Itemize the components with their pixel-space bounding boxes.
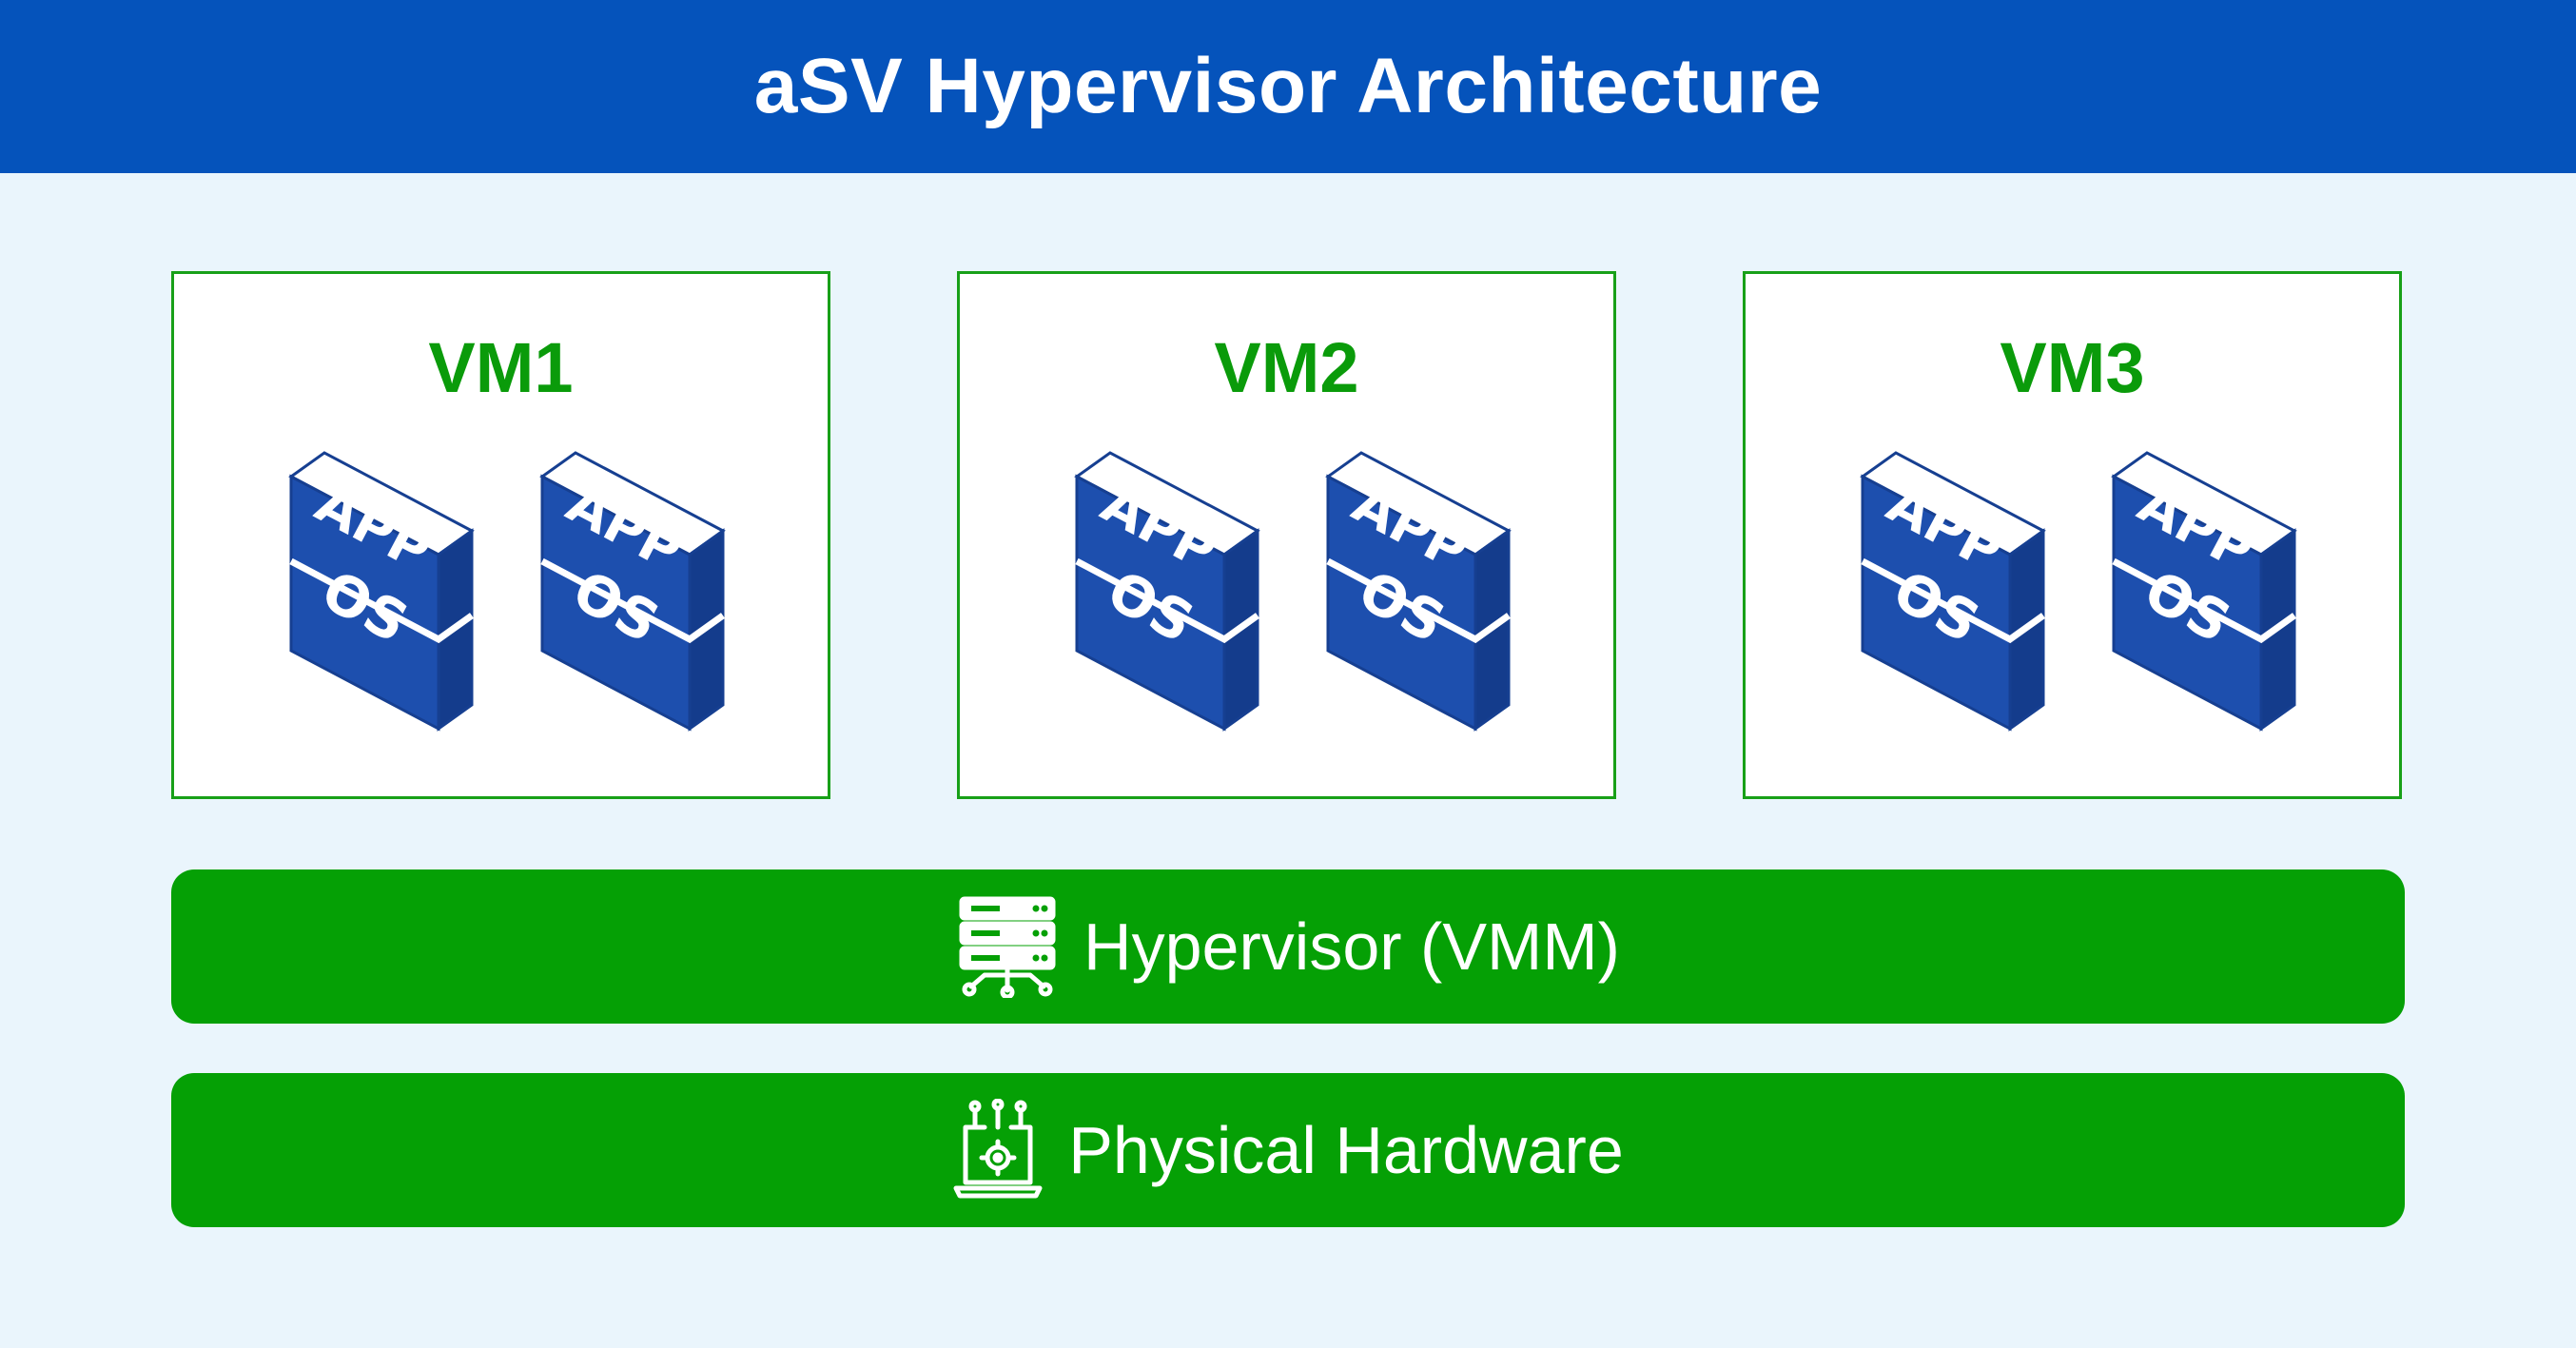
- app-os-stack-icon: APP OS: [539, 450, 726, 732]
- app-os-stack-icon: APP OS: [1325, 450, 1512, 732]
- app-os-stack-icon: APP OS: [1860, 450, 2046, 732]
- page-title: aSV Hypervisor Architecture: [753, 43, 1823, 129]
- app-os-stack-icon: APP OS: [288, 450, 475, 732]
- vm-label: VM3: [2000, 328, 2145, 407]
- hypervisor-label: Hypervisor (VMM): [1083, 909, 1620, 984]
- server-network-icon: [959, 896, 1056, 998]
- app-os-stack-icon: APP OS: [2111, 450, 2297, 732]
- vm-box-3: VM3 APP OS APP OS: [1743, 271, 2402, 799]
- title-bar: aSV Hypervisor Architecture: [0, 0, 2576, 173]
- vm-box-2: VM2 APP OS APP OS: [957, 271, 1616, 799]
- hardware-label: Physical Hardware: [1068, 1113, 1624, 1187]
- vm-box-1: VM1 APP OS APP OS: [171, 271, 830, 799]
- vm-label: VM2: [1214, 328, 1359, 407]
- app-os-stack-icon: APP OS: [1074, 450, 1260, 732]
- hypervisor-layer: Hypervisor (VMM): [171, 869, 2405, 1024]
- laptop-chip-icon: [953, 1099, 1043, 1199]
- hardware-layer: Physical Hardware: [171, 1073, 2405, 1227]
- vm-label: VM1: [428, 328, 574, 407]
